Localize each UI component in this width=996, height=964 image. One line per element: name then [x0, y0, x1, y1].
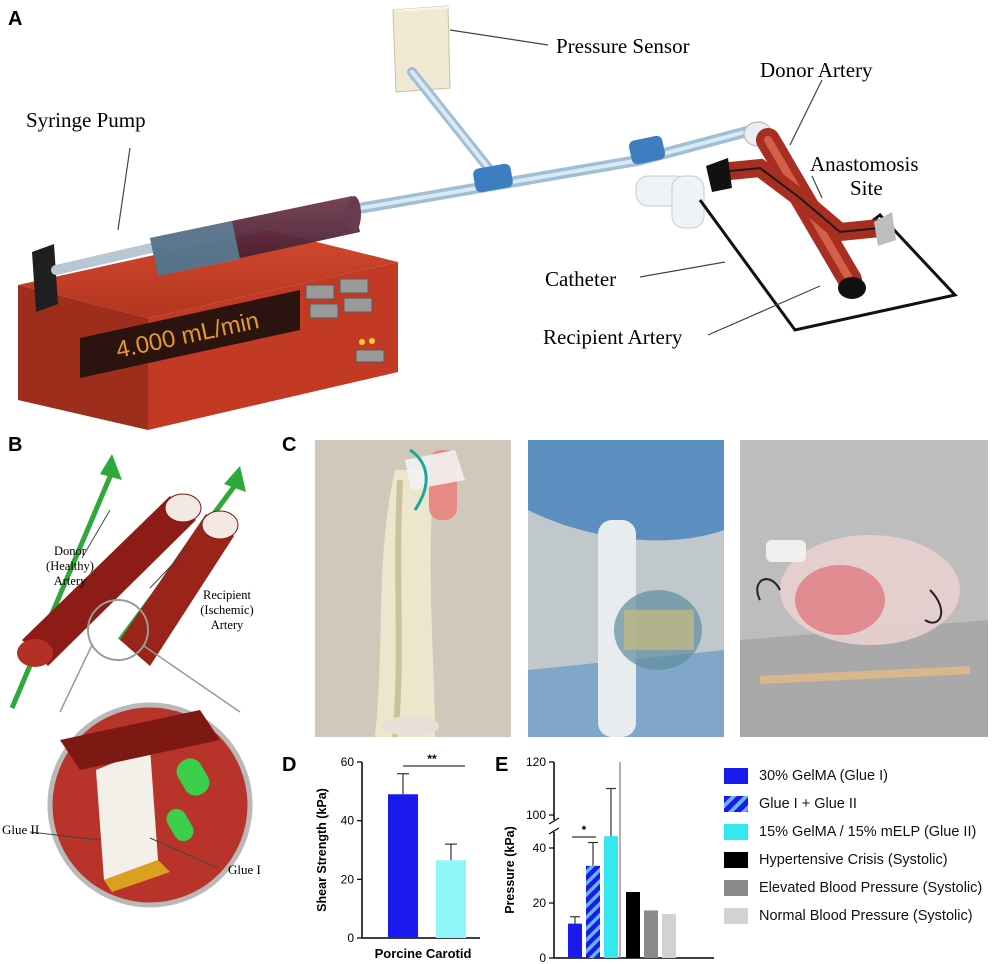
significance-label: *: [582, 823, 587, 837]
glue2-label: Glue II: [2, 822, 40, 837]
legend-swatch: [724, 796, 748, 812]
recipient-line-2: (Ischemic): [200, 603, 254, 617]
panel-a-illustration: 4.000 mL/min: [18, 5, 958, 430]
bar: [626, 892, 640, 958]
legend-label: Elevated Blood Pressure (Systolic): [759, 880, 983, 896]
donor-line-1: Donor: [54, 544, 86, 558]
donor-line-3: Artery: [53, 574, 87, 588]
recipient-line-3: Artery: [210, 618, 244, 632]
legend-item: Normal Blood Pressure (Systolic): [724, 902, 982, 930]
legend-item: 30% GelMA (Glue I): [724, 762, 982, 790]
legend-label: Hypertensive Crisis (Systolic): [759, 852, 948, 868]
x-axis-label: Porcine Carotid: [375, 946, 472, 961]
catheter-label: Catheter: [545, 267, 617, 291]
y-axis-label: Pressure (kPa): [503, 826, 517, 914]
legend-item: Glue I + Glue II: [724, 790, 982, 818]
photo-2: [528, 440, 724, 737]
legend-item: Elevated Blood Pressure (Systolic): [724, 874, 982, 902]
legend-swatch: [724, 880, 748, 896]
panel-label-e: E: [495, 754, 509, 776]
glue1-label: Glue I: [228, 862, 261, 877]
panel-label-b: B: [8, 434, 23, 456]
y-tick-label: 40: [533, 841, 547, 855]
legend-swatch: [724, 908, 748, 924]
donor-healthy-label: Donor (Healthy) Artery: [30, 544, 110, 589]
recipient-artery-label: Recipient Artery: [543, 325, 683, 349]
anastomosis-label-2: Site: [850, 176, 883, 200]
bar: [644, 910, 658, 958]
bar: [436, 860, 466, 938]
y-tick-label: 60: [341, 755, 355, 769]
legend-label: 15% GelMA / 15% mELP (Glue II): [759, 824, 977, 840]
panel-label-a: A: [8, 8, 23, 30]
axis-break-mark: [548, 827, 560, 835]
panel-label-d: D: [282, 754, 297, 776]
photo-3: [740, 440, 988, 737]
legend-swatch: [724, 824, 748, 840]
bar: [662, 914, 676, 958]
anastomosis-arteries: [706, 128, 896, 299]
catheter-piece: [635, 175, 705, 229]
y-axis-label: Shear Strength (kPa): [315, 788, 329, 912]
legend-swatch: [724, 768, 748, 784]
legend-label: 30% GelMA (Glue I): [759, 768, 888, 784]
bar: [388, 794, 418, 938]
significance-label: **: [427, 752, 437, 766]
syringe-pump-label: Syringe Pump: [26, 108, 146, 132]
y-tick-label: 0: [539, 951, 546, 964]
chart-e-legend: 30% GelMA (Glue I) Glue I + Glue II 15% …: [724, 762, 982, 930]
panel-label-c: C: [282, 434, 297, 456]
axis-break-mark: [548, 817, 560, 825]
anastomosis-label-1: Anastomosis: [810, 152, 919, 176]
syringe-pump: [18, 196, 398, 430]
recipient-line-1: Recipient: [203, 588, 251, 602]
legend-swatch: [724, 852, 748, 868]
y-tick-label: 20: [341, 872, 355, 886]
legend-label: Glue I + Glue II: [759, 796, 857, 812]
legend-item: Hypertensive Crisis (Systolic): [724, 846, 982, 874]
y-tick-label: 0: [347, 931, 354, 945]
legend-item: 15% GelMA / 15% mELP (Glue II): [724, 818, 982, 846]
y-tick-label: 40: [341, 814, 355, 828]
bar: [568, 923, 582, 958]
photo-1: [315, 440, 511, 737]
pressure-sensor-label: Pressure Sensor: [556, 34, 690, 58]
donor-line-2: (Healthy): [46, 559, 94, 573]
donor-artery-label: Donor Artery: [760, 58, 873, 82]
t-connector-1: [473, 163, 513, 193]
recipient-ischemic-label: Recipient (Ischemic) Artery: [182, 588, 272, 633]
panel-b-illustration: [9, 454, 253, 908]
t-connector-2: [628, 135, 666, 165]
legend-label: Normal Blood Pressure (Systolic): [759, 908, 973, 924]
y-tick-label: 120: [526, 755, 546, 769]
y-tick-label: 100: [526, 808, 546, 822]
y-tick-label: 20: [533, 896, 547, 910]
bar: [604, 836, 618, 958]
bar: [586, 865, 600, 958]
